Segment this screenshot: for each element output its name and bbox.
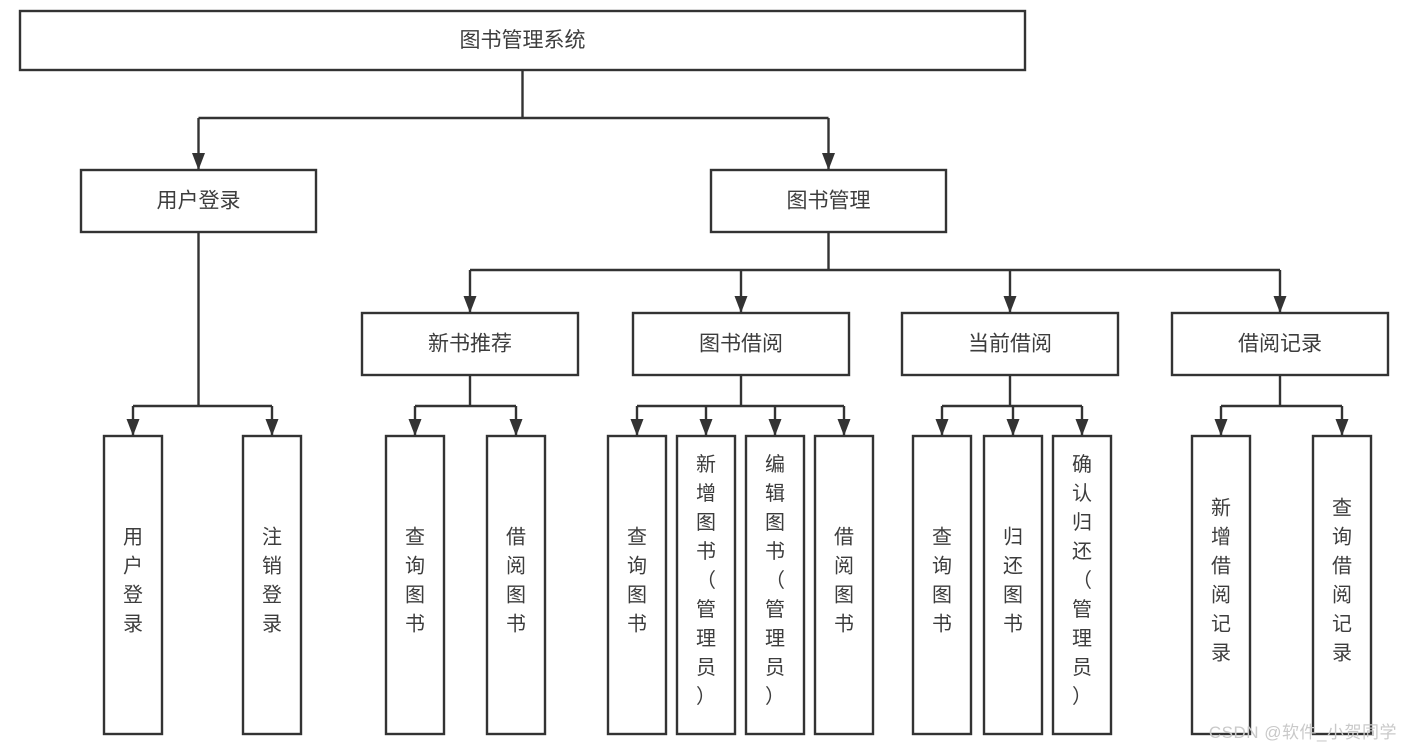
arrow-head-icon bbox=[1003, 296, 1017, 313]
node-box[interactable] bbox=[79, 168, 318, 234]
node-box[interactable] bbox=[1311, 434, 1373, 736]
arrow-head-icon bbox=[768, 419, 782, 436]
node-leaf-edit-book[interactable]: 编辑图书（管理员） bbox=[744, 434, 806, 736]
node-box[interactable] bbox=[911, 434, 973, 736]
node-label: 编辑图书（管理员） bbox=[765, 453, 785, 708]
arrow-head-icon bbox=[509, 419, 523, 436]
arrow-head-icon bbox=[935, 419, 949, 436]
arrow-head-icon bbox=[837, 419, 851, 436]
node-leaf-query-record[interactable]: 查询借阅记录 bbox=[1311, 434, 1373, 736]
node-label: 查询图书 bbox=[932, 526, 952, 636]
arrow-head-icon bbox=[1335, 419, 1349, 436]
links-new-book-recommend-to-leaves bbox=[408, 375, 523, 436]
node-label: 借阅图书 bbox=[834, 526, 854, 636]
node-box[interactable] bbox=[384, 434, 446, 736]
node-box[interactable] bbox=[982, 434, 1044, 736]
arrow-head-icon bbox=[734, 296, 748, 313]
node-box[interactable] bbox=[18, 9, 1027, 72]
node-label: 新书推荐 bbox=[428, 333, 512, 356]
node-leaf-add-record[interactable]: 新增借阅记录 bbox=[1190, 434, 1252, 736]
node-box[interactable] bbox=[813, 434, 875, 736]
node-label: 图书管理系统 bbox=[460, 29, 586, 52]
arrow-head-icon bbox=[1214, 419, 1228, 436]
node-new-book-recommend[interactable]: 新书推荐 bbox=[360, 311, 580, 377]
node-label: 查询图书 bbox=[405, 526, 425, 636]
node-box[interactable] bbox=[485, 434, 547, 736]
node-label: 新增图书（管理员） bbox=[696, 453, 716, 708]
node-label: 查询图书 bbox=[627, 526, 647, 636]
arrow-head-icon bbox=[630, 419, 644, 436]
node-leaf-confirm-return[interactable]: 确认归还（管理员） bbox=[1051, 434, 1113, 736]
node-label: 注销登录 bbox=[262, 526, 282, 636]
node-box[interactable] bbox=[241, 434, 303, 736]
arrow-head-icon bbox=[408, 419, 422, 436]
node-label: 借阅记录 bbox=[1238, 333, 1322, 356]
links-current-borrow-to-leaves bbox=[935, 375, 1089, 436]
node-box[interactable] bbox=[675, 434, 737, 736]
node-label: 用户登录 bbox=[123, 527, 143, 636]
node-book-borrow[interactable]: 图书借阅 bbox=[631, 311, 851, 377]
node-label: 归还图书 bbox=[1003, 526, 1023, 636]
node-box[interactable] bbox=[102, 434, 164, 736]
links-bookmanage-to-level3 bbox=[463, 232, 1287, 313]
node-leaf-query-book-1[interactable]: 查询图书 bbox=[384, 434, 446, 736]
node-label: 图书借阅 bbox=[699, 333, 783, 356]
arrow-head-icon bbox=[463, 296, 477, 313]
node-box[interactable] bbox=[606, 434, 668, 736]
arrow-head-icon bbox=[1273, 296, 1287, 313]
node-label: 图书管理 bbox=[787, 190, 871, 213]
links-book-borrow-to-leaves bbox=[630, 375, 851, 436]
node-leaf-borrow-book-1[interactable]: 借阅图书 bbox=[485, 434, 547, 736]
node-box[interactable] bbox=[900, 311, 1120, 377]
node-box[interactable] bbox=[1051, 434, 1113, 736]
node-leaf-add-book[interactable]: 新增图书（管理员） bbox=[675, 434, 737, 736]
node-label: 当前借阅 bbox=[968, 333, 1052, 356]
arrow-head-icon bbox=[265, 419, 279, 436]
node-leaf-query-book-3[interactable]: 查询图书 bbox=[911, 434, 973, 736]
node-borrow-record[interactable]: 借阅记录 bbox=[1170, 311, 1390, 377]
node-current-borrow[interactable]: 当前借阅 bbox=[900, 311, 1120, 377]
node-box[interactable] bbox=[1170, 311, 1390, 377]
arrow-head-icon bbox=[1006, 419, 1020, 436]
arrow-head-icon bbox=[126, 419, 140, 436]
arrow-head-icon bbox=[699, 419, 713, 436]
node-box[interactable] bbox=[360, 311, 580, 377]
node-box[interactable] bbox=[1190, 434, 1252, 736]
node-label: 确认归还（管理员） bbox=[1072, 453, 1092, 708]
arrow-head-icon bbox=[1075, 419, 1089, 436]
links-user-login-to-leaves bbox=[126, 232, 279, 436]
node-label: 借阅图书 bbox=[506, 526, 526, 636]
node-book-manage[interactable]: 图书管理 bbox=[709, 168, 948, 234]
node-root[interactable]: 图书管理系统 bbox=[18, 9, 1027, 72]
links-root-to-level2 bbox=[192, 70, 835, 170]
node-leaf-query-book-2[interactable]: 查询图书 bbox=[606, 434, 668, 736]
links-borrow-record-to-leaves bbox=[1214, 375, 1349, 436]
csdn-watermark: CSDN @软件_小贺同学 bbox=[1208, 723, 1397, 742]
node-leaf-borrow-book-2[interactable]: 借阅图书 bbox=[813, 434, 875, 736]
node-leaf-logout[interactable]: 注销登录 bbox=[241, 434, 303, 736]
arrow-head-icon bbox=[192, 153, 205, 170]
node-label: 查询借阅记录 bbox=[1332, 497, 1352, 665]
arrow-head-icon bbox=[822, 153, 835, 170]
node-box[interactable] bbox=[631, 311, 851, 377]
node-label: 用户登录 bbox=[157, 190, 241, 213]
node-leaf-user-login[interactable]: 用户登录 bbox=[102, 434, 164, 736]
node-box[interactable] bbox=[744, 434, 806, 736]
node-leaf-return-book[interactable]: 归还图书 bbox=[982, 434, 1044, 736]
node-box[interactable] bbox=[709, 168, 948, 234]
node-label: 新增借阅记录 bbox=[1211, 497, 1231, 665]
node-user-login[interactable]: 用户登录 bbox=[79, 168, 318, 234]
